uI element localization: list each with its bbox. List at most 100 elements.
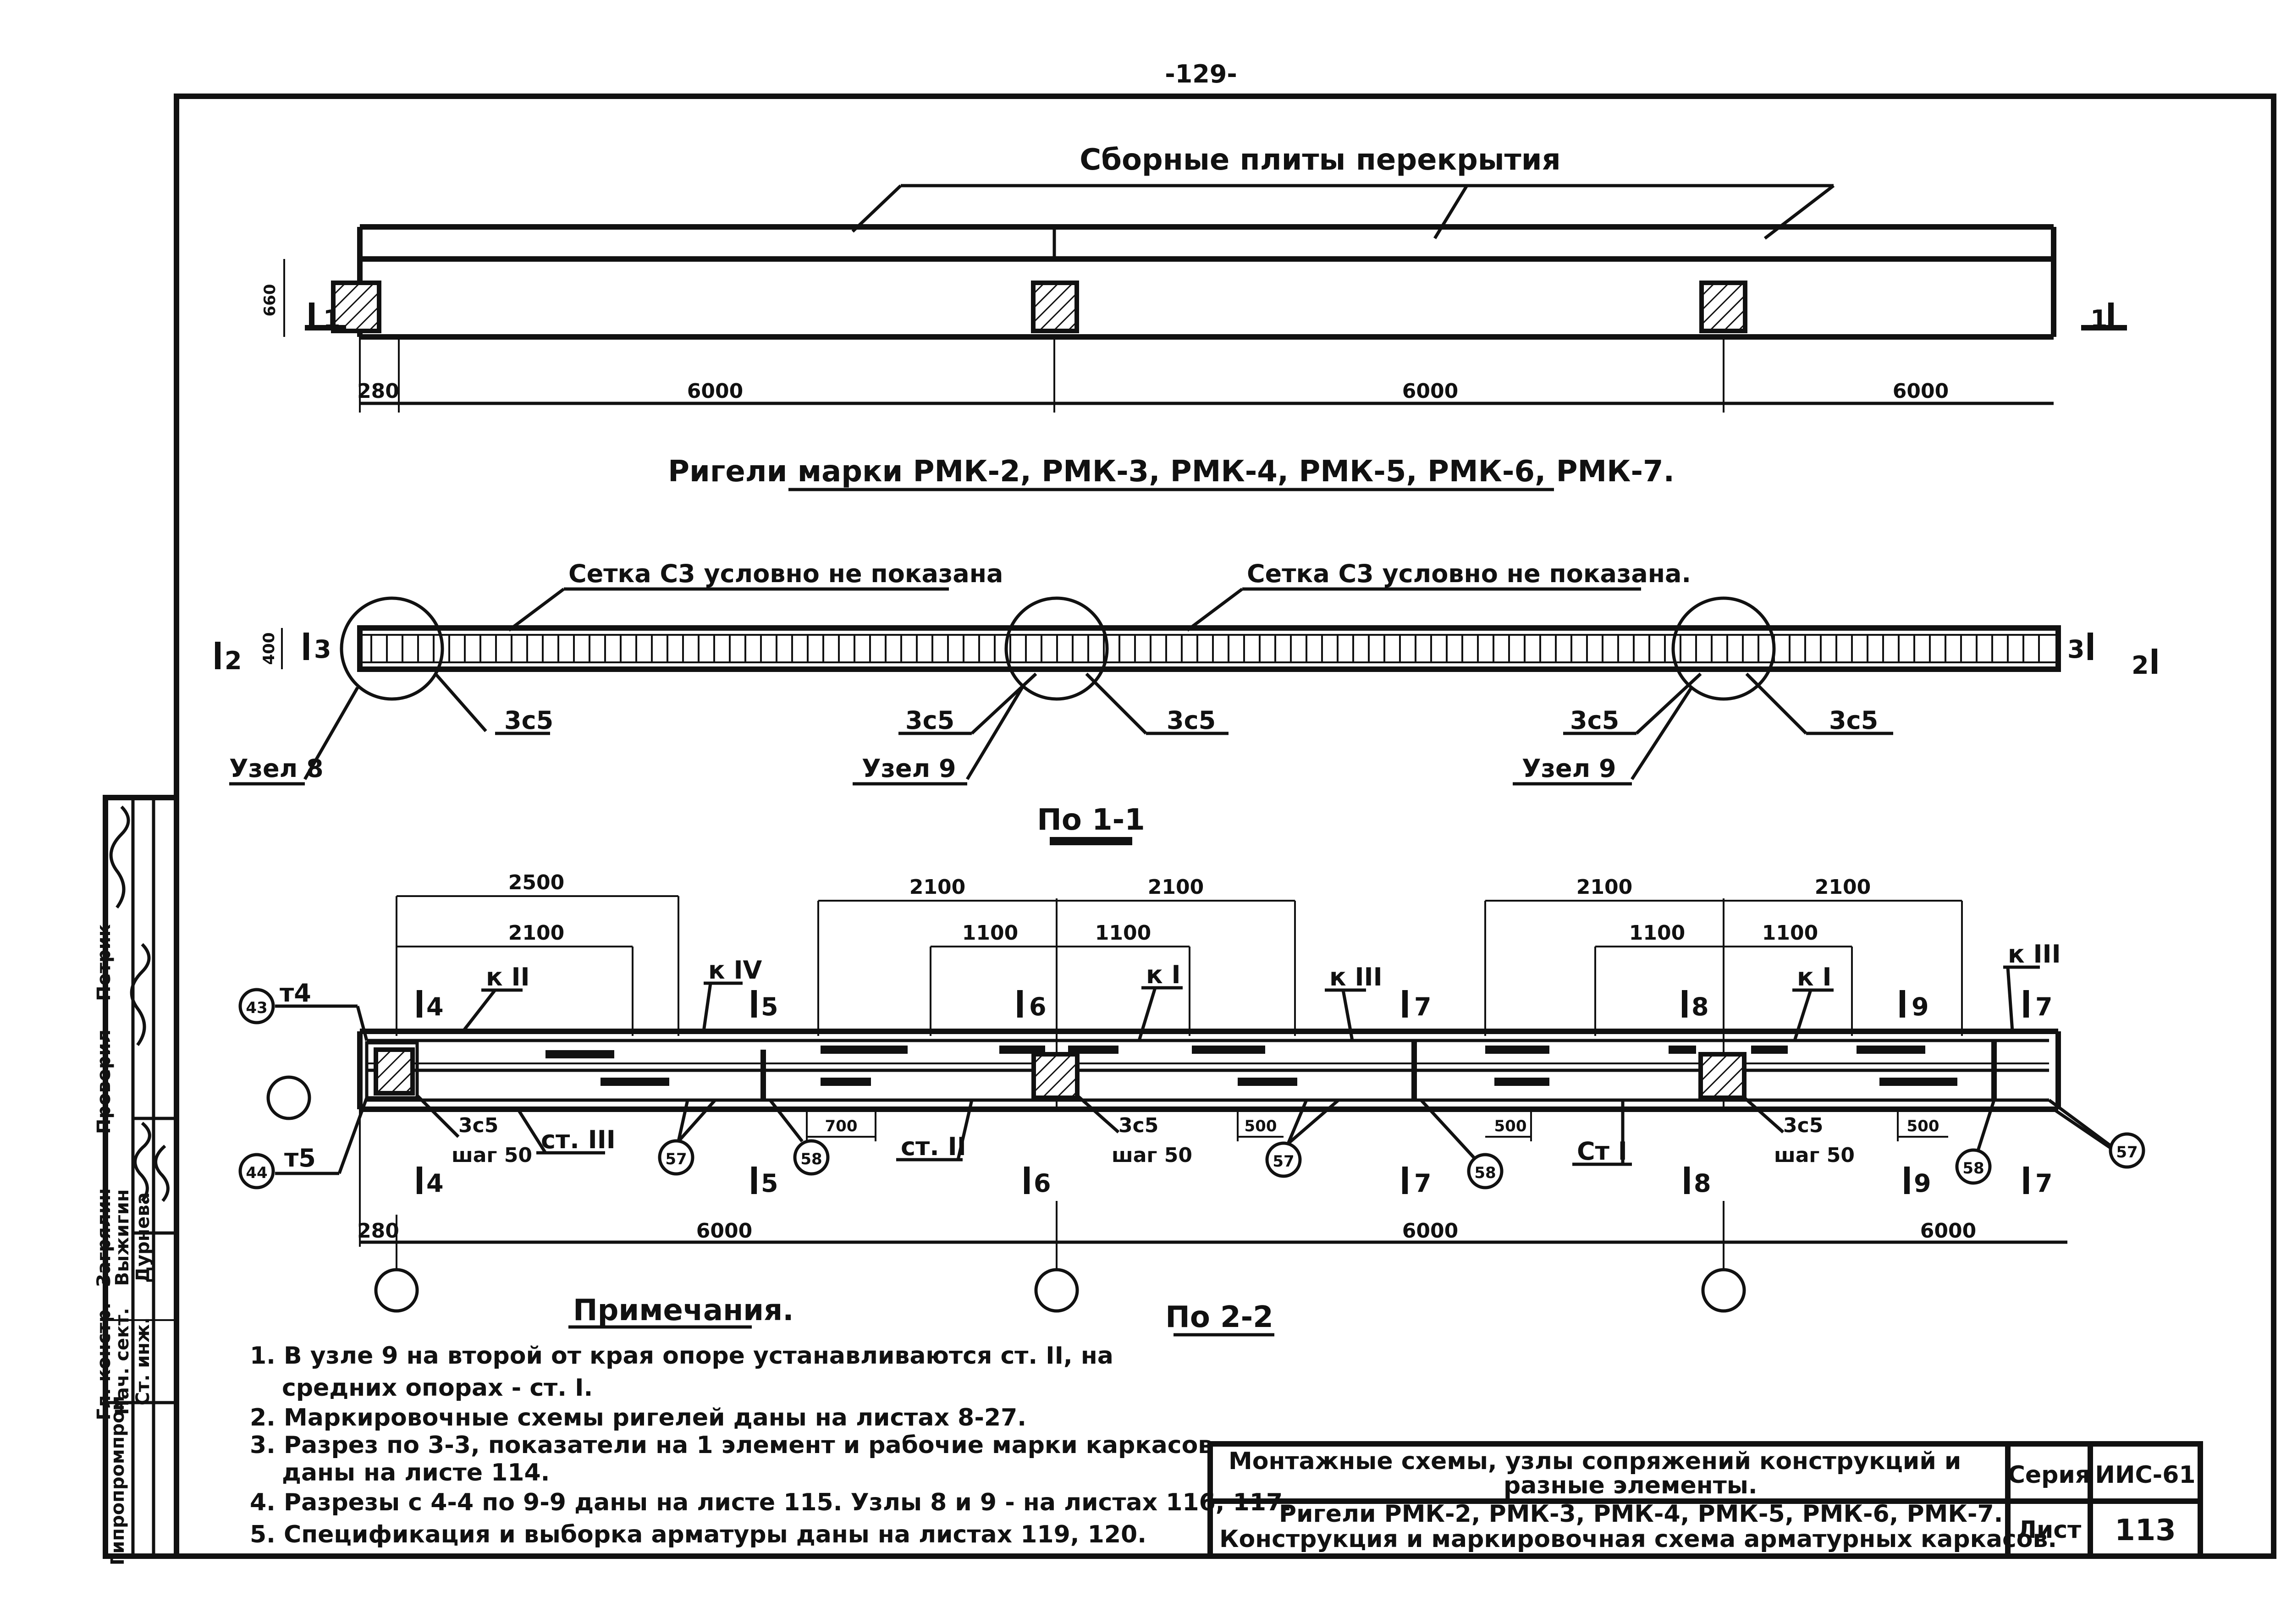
dim-2100: 2100 (508, 921, 564, 945)
note-line: 1. В узле 9 на второй от края опоре уста… (250, 1342, 1113, 1370)
notes-title: Примечания. (573, 1294, 794, 1327)
dim-6000: 6000 (1402, 1219, 1458, 1243)
section-7: 7 (1414, 1169, 1432, 1198)
support-section (374, 1047, 415, 1096)
dim-2100: 2100 (909, 875, 965, 899)
mark-43: 43 (246, 999, 267, 1017)
series-label: Серия (2008, 1461, 2090, 1489)
view-elevation-2-2: 2500 2100 2100 2100 1100 1100 2100 2100 … (238, 871, 2145, 1337)
signature (109, 805, 130, 909)
height-dim: 660 (261, 284, 279, 317)
note-line: даны на листе 114. (282, 1459, 550, 1486)
node-label-9: Узел 9 (862, 754, 956, 783)
view-name-1-1: По 1-1 (1037, 803, 1145, 837)
stamp-name: Петрик (94, 924, 115, 1001)
note-line: 4. Разрезы с 4-4 по 9-9 даны на листе 11… (250, 1489, 1292, 1516)
note-line: 3. Разрез по 3-3, показатели на 1 элемен… (250, 1431, 1213, 1459)
mark-57: 57 (2116, 1143, 2138, 1162)
dim-6000: 6000 (1893, 380, 1949, 403)
dim-6000: 6000 (1402, 380, 1458, 403)
sheet-label: Лист (2017, 1516, 2082, 1544)
stamp-org: Гипропромпром (107, 1396, 128, 1565)
column-section (331, 281, 381, 333)
dim-6000: 6000 (687, 380, 743, 403)
dim-500: 500 (1907, 1117, 1939, 1135)
mark-57: 57 (665, 1150, 687, 1168)
sheet-value: 113 (2115, 1514, 2176, 1547)
mesh-note-right: Сетка С3 условно не показана. (1247, 559, 1691, 588)
cage-label: к IV (708, 956, 762, 985)
support-section (1698, 1052, 1747, 1100)
m-label-t5: т5 (284, 1144, 316, 1173)
side-stamp: Гипропромпром Гл. констр. Нач. сект. Ст.… (94, 795, 179, 1565)
node-circle-8 (340, 596, 444, 701)
node-label-8: Узел 8 (229, 754, 324, 783)
cage-label: к I (1797, 963, 1832, 991)
stamp-role: Нач. сект. (112, 1308, 133, 1415)
st-label: ст. II (901, 1132, 966, 1161)
section-9: 9 (1912, 992, 1929, 1021)
section-5: 5 (761, 1169, 778, 1198)
main-heading: Ригели марки РМК-2, РМК-3, РМК-4, РМК-5,… (668, 455, 1675, 489)
section-5: 5 (761, 992, 778, 1021)
dim-6000: 6000 (696, 1219, 752, 1243)
title-row1: Монтажные схемы, узлы сопряжений констру… (1229, 1448, 1961, 1475)
mark-57: 57 (1273, 1152, 1294, 1171)
title-row2: Ригели РМК-2, РМК-3, РМК-4, РМК-5, РМК-6… (1279, 1500, 2003, 1528)
stamp-name: Выжигин (112, 1189, 133, 1286)
axis-circle (1034, 1268, 1079, 1313)
section-6: 6 (1034, 1169, 1051, 1198)
title-row2b: Конструкция и маркировочная схема армату… (1219, 1525, 2057, 1553)
mesh-note-left: Сетка С3 условно не показана (568, 559, 1003, 588)
section-6: 6 (1029, 992, 1047, 1021)
dim-700: 700 (825, 1117, 858, 1135)
bar-label-3c5: 3с5 (905, 706, 954, 735)
page-number: -129- (1165, 60, 1237, 88)
dim-2100: 2100 (1815, 875, 1871, 899)
note-line: 2. Маркировочные схемы ригелей даны на л… (250, 1404, 1026, 1431)
bar-label-3c5: 3с5 (1829, 706, 1878, 735)
m-label-t4: т4 (280, 979, 311, 1007)
bar-label-3c5: 3с5 (504, 706, 553, 735)
section-3-right: 3 (2067, 635, 2085, 664)
cage-label: к III (2008, 940, 2061, 969)
signature (130, 943, 151, 1046)
node-circle-9 (1004, 596, 1109, 701)
axis-circle (374, 1268, 419, 1313)
section-2-left: 2 (225, 646, 242, 675)
section-9: 9 (1914, 1169, 1931, 1198)
stamp-role: Проверил (94, 1029, 115, 1134)
mark-58: 58 (1474, 1164, 1496, 1182)
bar-label-3c5: 3с5 (1570, 706, 1619, 735)
stamp-name: Дурнева (132, 1192, 154, 1283)
mark-44: 44 (246, 1164, 267, 1182)
dim-280: 280 (357, 1219, 399, 1243)
axis-circle (1701, 1268, 1746, 1313)
section-2-right: 2 (2132, 651, 2149, 680)
column-section (1031, 281, 1079, 333)
section-7: 7 (2035, 1169, 2053, 1198)
support-section (1031, 1052, 1080, 1100)
cage-label: к I (1146, 960, 1181, 989)
view-elevation-1-1: Сетка С3 условно не показана Сетка С3 ус… (215, 559, 2157, 845)
dim-500: 500 (1494, 1117, 1527, 1135)
mark-58: 58 (800, 1150, 822, 1168)
beam-height: 400 (260, 633, 278, 665)
spacing-label: 3с5 (1118, 1114, 1158, 1137)
mark-58: 58 (1962, 1159, 1984, 1178)
notes-block: Примечания. 1. В узле 9 на второй от кра… (250, 1294, 1292, 1548)
section-7: 7 (1414, 992, 1432, 1021)
title-block: Монтажные схемы, узлы сопряжений констру… (1207, 1441, 2203, 1559)
spacing-label: шаг 50 (452, 1144, 532, 1167)
stamp-name: Загрялин (94, 1188, 115, 1287)
section-8: 8 (1691, 992, 1709, 1021)
section-8: 8 (1694, 1169, 1711, 1198)
dim-1100: 1100 (1095, 921, 1151, 945)
spacing-label: 3с5 (1783, 1114, 1823, 1137)
note-line: 5. Спецификация и выборка арматуры даны … (250, 1521, 1146, 1548)
dim-2100: 2100 (1148, 875, 1204, 899)
sheet-frame (174, 94, 2276, 1559)
cage-label: к II (486, 963, 530, 991)
view-slab-plan: Сборные плиты перекрытия 660 1 1 280 600 (261, 143, 2127, 413)
dim-6000: 6000 (1920, 1219, 1976, 1243)
